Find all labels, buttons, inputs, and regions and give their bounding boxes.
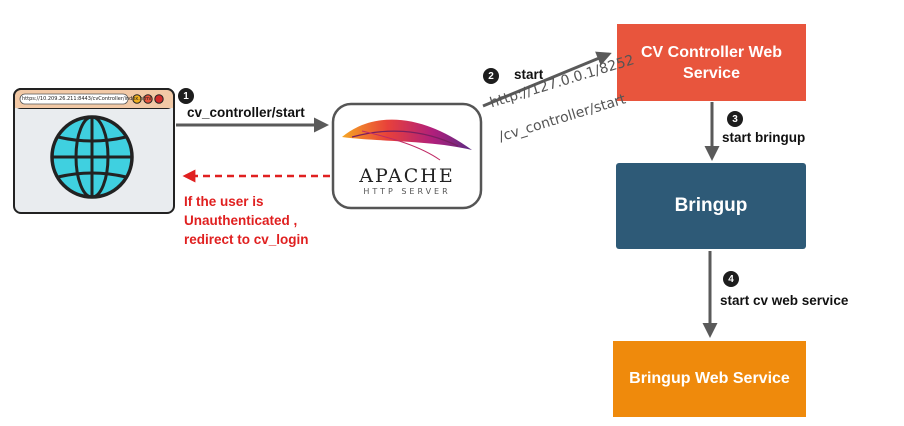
step2-label: start <box>514 67 544 82</box>
step1-badge: 1 <box>178 88 194 104</box>
step3-badge: 3 <box>727 111 743 127</box>
browser-url: https://10.209.26.211:8443/cvController/… <box>22 96 152 102</box>
cv-controller-web-service-box: CV Controller Web Service <box>617 24 806 101</box>
bringup-web-service-box: Bringup Web Service <box>613 341 806 417</box>
window-maximize-icon <box>143 94 153 104</box>
bringup-box: Bringup <box>616 163 806 249</box>
step3-label: start bringup <box>722 130 806 145</box>
step4-badge: 4 <box>723 271 739 287</box>
apache-logo-subtitle: HTTP SERVER <box>363 187 451 196</box>
window-close-icon <box>154 94 164 104</box>
apache-feather-icon <box>342 119 472 161</box>
redirect-line2: Unauthenticated , <box>184 213 298 228</box>
apache-server-box <box>331 102 483 210</box>
arrow-step2 <box>482 51 612 108</box>
browser-window <box>13 88 175 214</box>
step2-badge: 2 <box>483 68 499 84</box>
step4-label: start cv web service <box>720 293 849 308</box>
globe-icon <box>50 115 134 199</box>
redirect-line3: redirect to cv_login <box>184 232 309 247</box>
redirect-note: If the user is Unauthenticated , redirec… <box>184 192 309 249</box>
window-minimize-icon <box>132 94 142 104</box>
redirect-line1: If the user is <box>184 194 264 209</box>
apache-logo-text: APACHE <box>359 165 455 187</box>
step1-label: cv_controller/start <box>187 105 305 120</box>
